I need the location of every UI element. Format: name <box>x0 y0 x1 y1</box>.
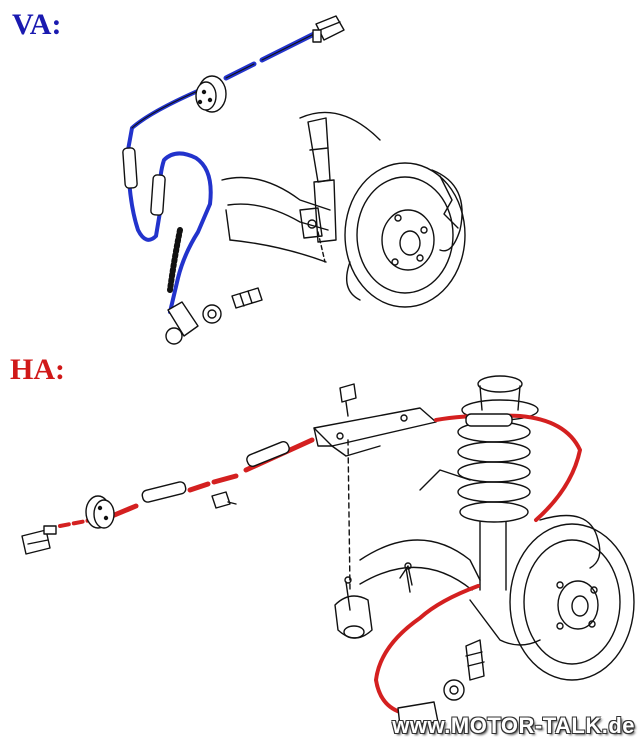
rear-axle-label: HA: <box>10 353 65 386</box>
front-control-arm <box>221 176 331 263</box>
rear-plug-connector <box>21 525 57 555</box>
rear-cable-bracket <box>313 383 437 457</box>
front-strut <box>299 111 381 243</box>
front-abs-cable <box>126 29 321 314</box>
rear-grommet <box>85 495 115 529</box>
front-grommet <box>195 75 227 113</box>
rear-cable-sleeves <box>141 413 513 503</box>
watermark-text: www.MOTOR-TALK.de <box>392 713 635 738</box>
rear-abs-cable <box>58 413 582 714</box>
rear-coil-spring <box>457 375 539 591</box>
rear-brake-disc <box>509 514 635 681</box>
rear-axle-group <box>21 375 635 727</box>
rear-suspension-arm <box>334 469 541 646</box>
front-axle-group <box>122 15 466 345</box>
front-plug-connector <box>312 15 345 43</box>
rear-mount-bolts <box>344 562 412 611</box>
front-axle-label: VA: <box>12 8 62 41</box>
front-brake-disc <box>344 162 466 308</box>
rear-wheel-speed-sensor <box>397 639 485 727</box>
front-wheel-speed-sensor <box>165 287 263 345</box>
front-cable-sleeves <box>122 147 183 293</box>
rear-cable-clip <box>211 491 237 509</box>
